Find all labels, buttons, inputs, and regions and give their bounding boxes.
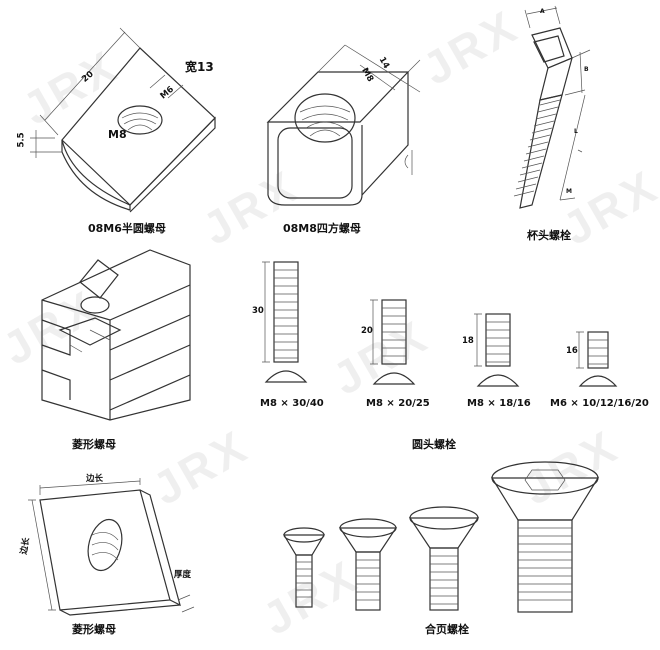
square-nut-drawing [266,44,421,206]
diamond-nut-drawing [28,478,195,616]
dim-cup-bolt-b: B [584,66,589,73]
dim-button-bolt-2-len: 20 [361,326,373,336]
dim-cup-bolt-a: A [540,8,545,15]
dim-cup-bolt-l: L [574,128,578,135]
caption-square-nut: 08M8四方螺母 [283,222,361,235]
dim-button-bolt-4-len: 16 [566,346,578,356]
dim-half-nut-height: 5.5 [16,132,27,148]
cup-head-bolt-drawing [513,5,591,209]
dim-button-bolt-1-len: 30 [252,306,264,316]
caption-diamond-nut-2: 菱形螺母 [72,623,116,636]
button-head-bolts-drawing [262,261,618,387]
caption-diamond-nut-1: 菱形螺母 [72,438,116,451]
dim-diamond-thickness: 厚度 [174,570,192,580]
caption-button-head-bolt: 圆头螺栓 [412,438,456,451]
flat-head-bolts-drawing [282,461,600,613]
button-bolt-size-4: M6 × 10/12/16/20 [550,398,649,409]
button-bolt-size-2: M8 × 20/25 [366,398,430,409]
button-bolt-size-3: M8 × 18/16 [467,398,531,409]
dim-button-bolt-3-len: 18 [462,336,474,346]
caption-flat-head-bolt: 合页螺栓 [425,623,469,636]
half-round-nut-drawing [30,27,216,213]
button-bolt-size-1: M8 × 30/40 [260,398,324,409]
profile-diamond-nut-drawing [41,249,191,421]
caption-cup-head-bolt: 杯头螺栓 [527,229,571,242]
caption-half-round-nut: 08M6半圆螺母 [88,222,166,235]
dim-cup-bolt-m: M [566,188,572,195]
dim-diamond-side-top: 边长 [86,474,104,484]
dim-half-nut-width: 宽13 [185,60,214,74]
dim-half-nut-thread-main: M8 [108,128,127,141]
